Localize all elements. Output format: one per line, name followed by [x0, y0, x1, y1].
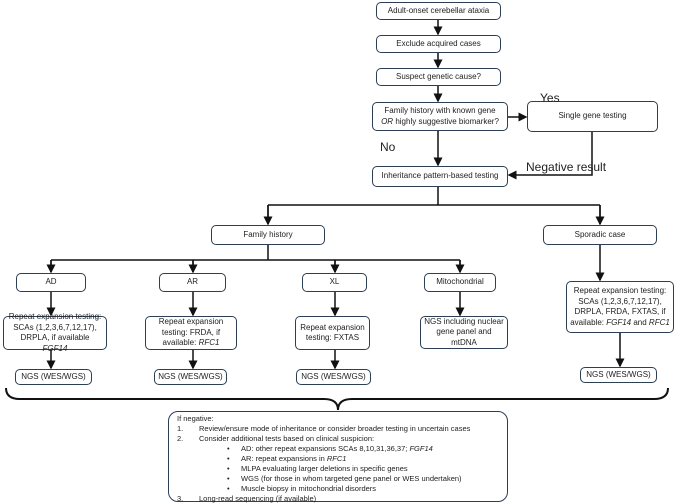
inheritance-node: Inheritance pattern-based testing — [372, 166, 508, 187]
negative-result-label: Negative result — [526, 160, 607, 174]
family-history-node: Family history — [211, 225, 325, 245]
ar-gene: RFC1 — [198, 338, 220, 348]
ar-test-node: Repeat expansion testing: FRDA, if avail… — [145, 316, 237, 350]
sporadic-gene2: RFC1 — [648, 317, 670, 327]
bullet-text: AR: repeat expansions in RFC1 — [241, 454, 346, 464]
bullet-icon: • — [227, 444, 230, 453]
sporadic-text: Sporadic case — [574, 229, 626, 239]
sporadic-and: and — [631, 317, 649, 327]
ngs-text: NGS (WES/WGS) — [301, 371, 366, 381]
single-gene-node: Single gene testing — [527, 101, 658, 132]
bullet-item: • MLPA evaluating larger deletions in spe… — [177, 464, 499, 474]
mito-test-text: NGS including nuclear gene panel and mtD… — [424, 316, 504, 347]
sporadic-test-body: Repeat expansion testing: SCAs (1,2,3,6,… — [570, 286, 667, 327]
item-text: Review/ensure mode of inheritance or con… — [199, 424, 471, 433]
suspect-text: Suspect genetic cause? — [396, 71, 481, 81]
bullet-body: AR: repeat expansions in — [241, 454, 327, 463]
mito-node: Mitochondrial — [424, 273, 496, 292]
ar-text: AR — [186, 277, 199, 287]
item-num: 3. — [177, 494, 184, 503]
bullet-gene: RFC1 — [326, 454, 347, 463]
exclude-node: Exclude acquired cases — [376, 35, 501, 53]
single-text: Single gene testing — [558, 111, 627, 121]
bullet-text: Muscle biopsy in mitochondrial disorders — [241, 484, 377, 493]
bullet-item: • WGS (for those in whom targeted gene pa… — [177, 474, 499, 484]
inheritance-text: Inheritance pattern-based testing — [381, 171, 499, 181]
ad-node: AD — [16, 273, 86, 292]
bullet-text: WGS (for those in whom targeted gene pan… — [241, 474, 462, 483]
bullet-text: MLPA evaluating larger deletions in spec… — [241, 464, 408, 473]
fq-line1: Family history with known gene — [384, 106, 496, 115]
ar-node: AR — [159, 273, 226, 292]
list-item: 1. Review/ensure mode of inheritance or c… — [177, 424, 499, 434]
suspect-node: Suspect genetic cause? — [376, 68, 501, 86]
bullet-icon: • — [227, 474, 230, 483]
xl-test-node: Repeat expansion testing: FXTAS — [295, 316, 370, 350]
mito-test-node: NGS including nuclear gene panel and mtD… — [420, 316, 508, 349]
sporadic-node: Sporadic case — [543, 225, 657, 245]
ad-ngs-node: NGS (WES/WGS) — [15, 369, 92, 385]
bullet-text: AD: other repeat expansions SCAs 8,10,31… — [241, 444, 433, 454]
xl-text: XL — [329, 277, 340, 287]
fq-text2: highly suggestive biomarker? — [395, 116, 499, 126]
fq-line2: OR highly suggestive biomarker? — [381, 117, 499, 128]
ngs-text: NGS (WES/WGS) — [21, 371, 86, 381]
ar-test-body: Repeat expansion testing: FRDA, if avail… — [158, 317, 224, 348]
item-num: 2. — [177, 434, 184, 443]
bullet-icon: • — [227, 464, 230, 473]
ngs-text: NGS (WES/WGS) — [158, 371, 223, 381]
item-num: 1. — [177, 424, 184, 433]
xl-test-text: Repeat expansion testing: FXTAS — [300, 322, 365, 343]
ad-gene: FGF14 — [42, 343, 68, 353]
ad-text: AD — [45, 277, 57, 287]
bullet-item: • Muscle biopsy in mitochondrial disorder… — [177, 484, 499, 494]
xl-node: XL — [302, 273, 367, 292]
item-text: Consider additional tests based on clini… — [199, 434, 375, 443]
fq-or: OR — [381, 116, 394, 126]
sporadic-ngs-node: NGS (WES/WGS) — [580, 367, 657, 383]
yes-label: Yes — [540, 91, 560, 105]
exclude-text: Exclude acquired cases — [396, 38, 481, 48]
bullet-item: • AR: repeat expansions in RFC1 — [177, 454, 499, 464]
start-text: Adult-onset cerebellar ataxia — [387, 5, 490, 15]
start-node: Adult-onset cerebellar ataxia — [376, 2, 501, 20]
bullet-item: • AD: other repeat expansions SCAs 8,10,3… — [177, 444, 499, 454]
mito-text: Mitochondrial — [436, 277, 484, 287]
bullet-gene: FGF14 — [409, 444, 433, 453]
item-text: Long-read sequencing (if available) — [199, 494, 317, 503]
ad-test-text: Repeat expansion testing: SCAs (1,2,3,6,… — [7, 312, 103, 354]
ar-test-text: Repeat expansion testing: FRDA, if avail… — [149, 317, 233, 349]
ngs-text: NGS (WES/WGS) — [586, 369, 651, 379]
bullet-icon: • — [227, 454, 230, 463]
sporadic-test-node: Repeat expansion testing: SCAs (1,2,3,6,… — [566, 281, 674, 333]
family-history-text: Family history — [243, 229, 293, 239]
sporadic-test-text: Repeat expansion testing: SCAs (1,2,3,6,… — [570, 286, 670, 328]
list-item: 2. Consider additional tests based on cli… — [177, 434, 499, 444]
sporadic-gene1: FGF14 — [606, 317, 632, 327]
ad-test-node: Repeat expansion testing: SCAs (1,2,3,6,… — [3, 312, 107, 353]
xl-ngs-node: NGS (WES/WGS) — [296, 369, 371, 385]
bullet-icon: • — [227, 484, 230, 493]
ad-test-body: Repeat expansion testing: SCAs (1,2,3,6,… — [8, 312, 102, 342]
no-label: No — [380, 140, 396, 154]
list-item: 3. Long-read sequencing (if available) — [177, 494, 499, 504]
ar-ngs-node: NGS (WES/WGS) — [154, 369, 227, 385]
if-negative-box: If negative: 1. Review/ensure mode of inh… — [168, 411, 508, 504]
negative-title: If negative: — [177, 414, 214, 423]
bullet-body: AD: other repeat expansions SCAs 8,10,31… — [241, 444, 410, 453]
